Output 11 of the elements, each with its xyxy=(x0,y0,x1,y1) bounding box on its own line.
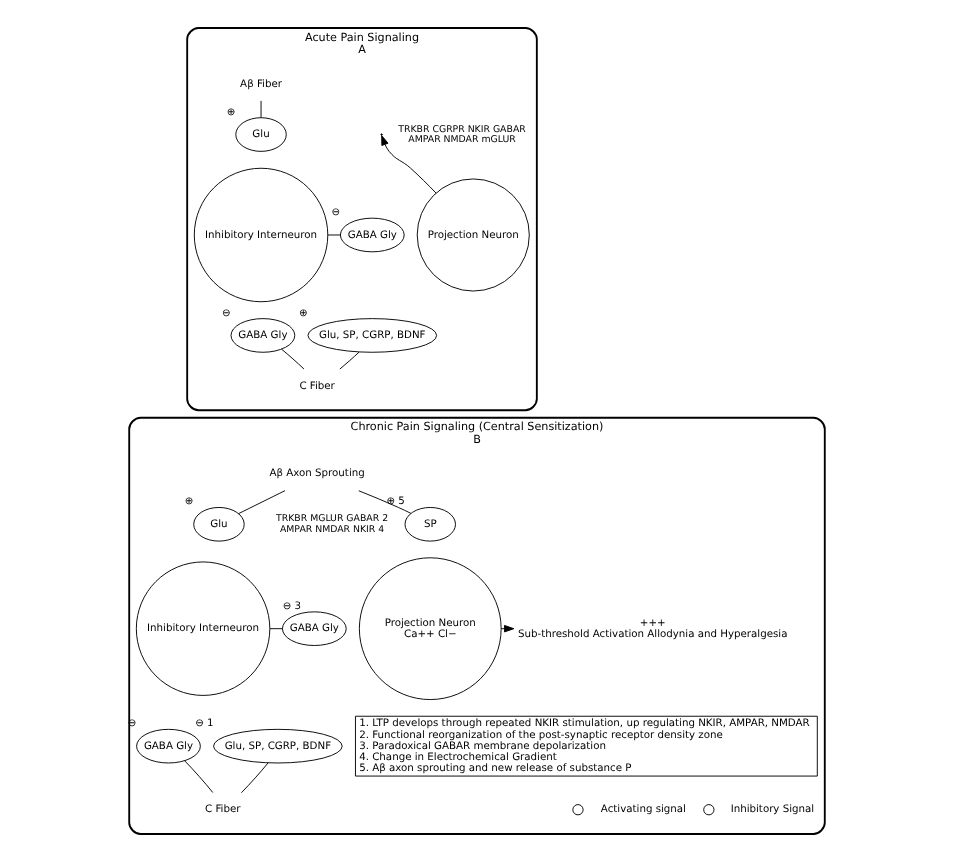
connector xyxy=(281,348,305,370)
arrow xyxy=(381,135,437,194)
connector xyxy=(269,628,283,630)
connector xyxy=(184,760,214,793)
connector xyxy=(358,490,412,514)
connector xyxy=(240,762,269,794)
connector xyxy=(238,490,286,515)
connector xyxy=(327,234,341,236)
connector xyxy=(339,351,360,370)
connector xyxy=(260,100,262,118)
arrow xyxy=(500,624,515,633)
